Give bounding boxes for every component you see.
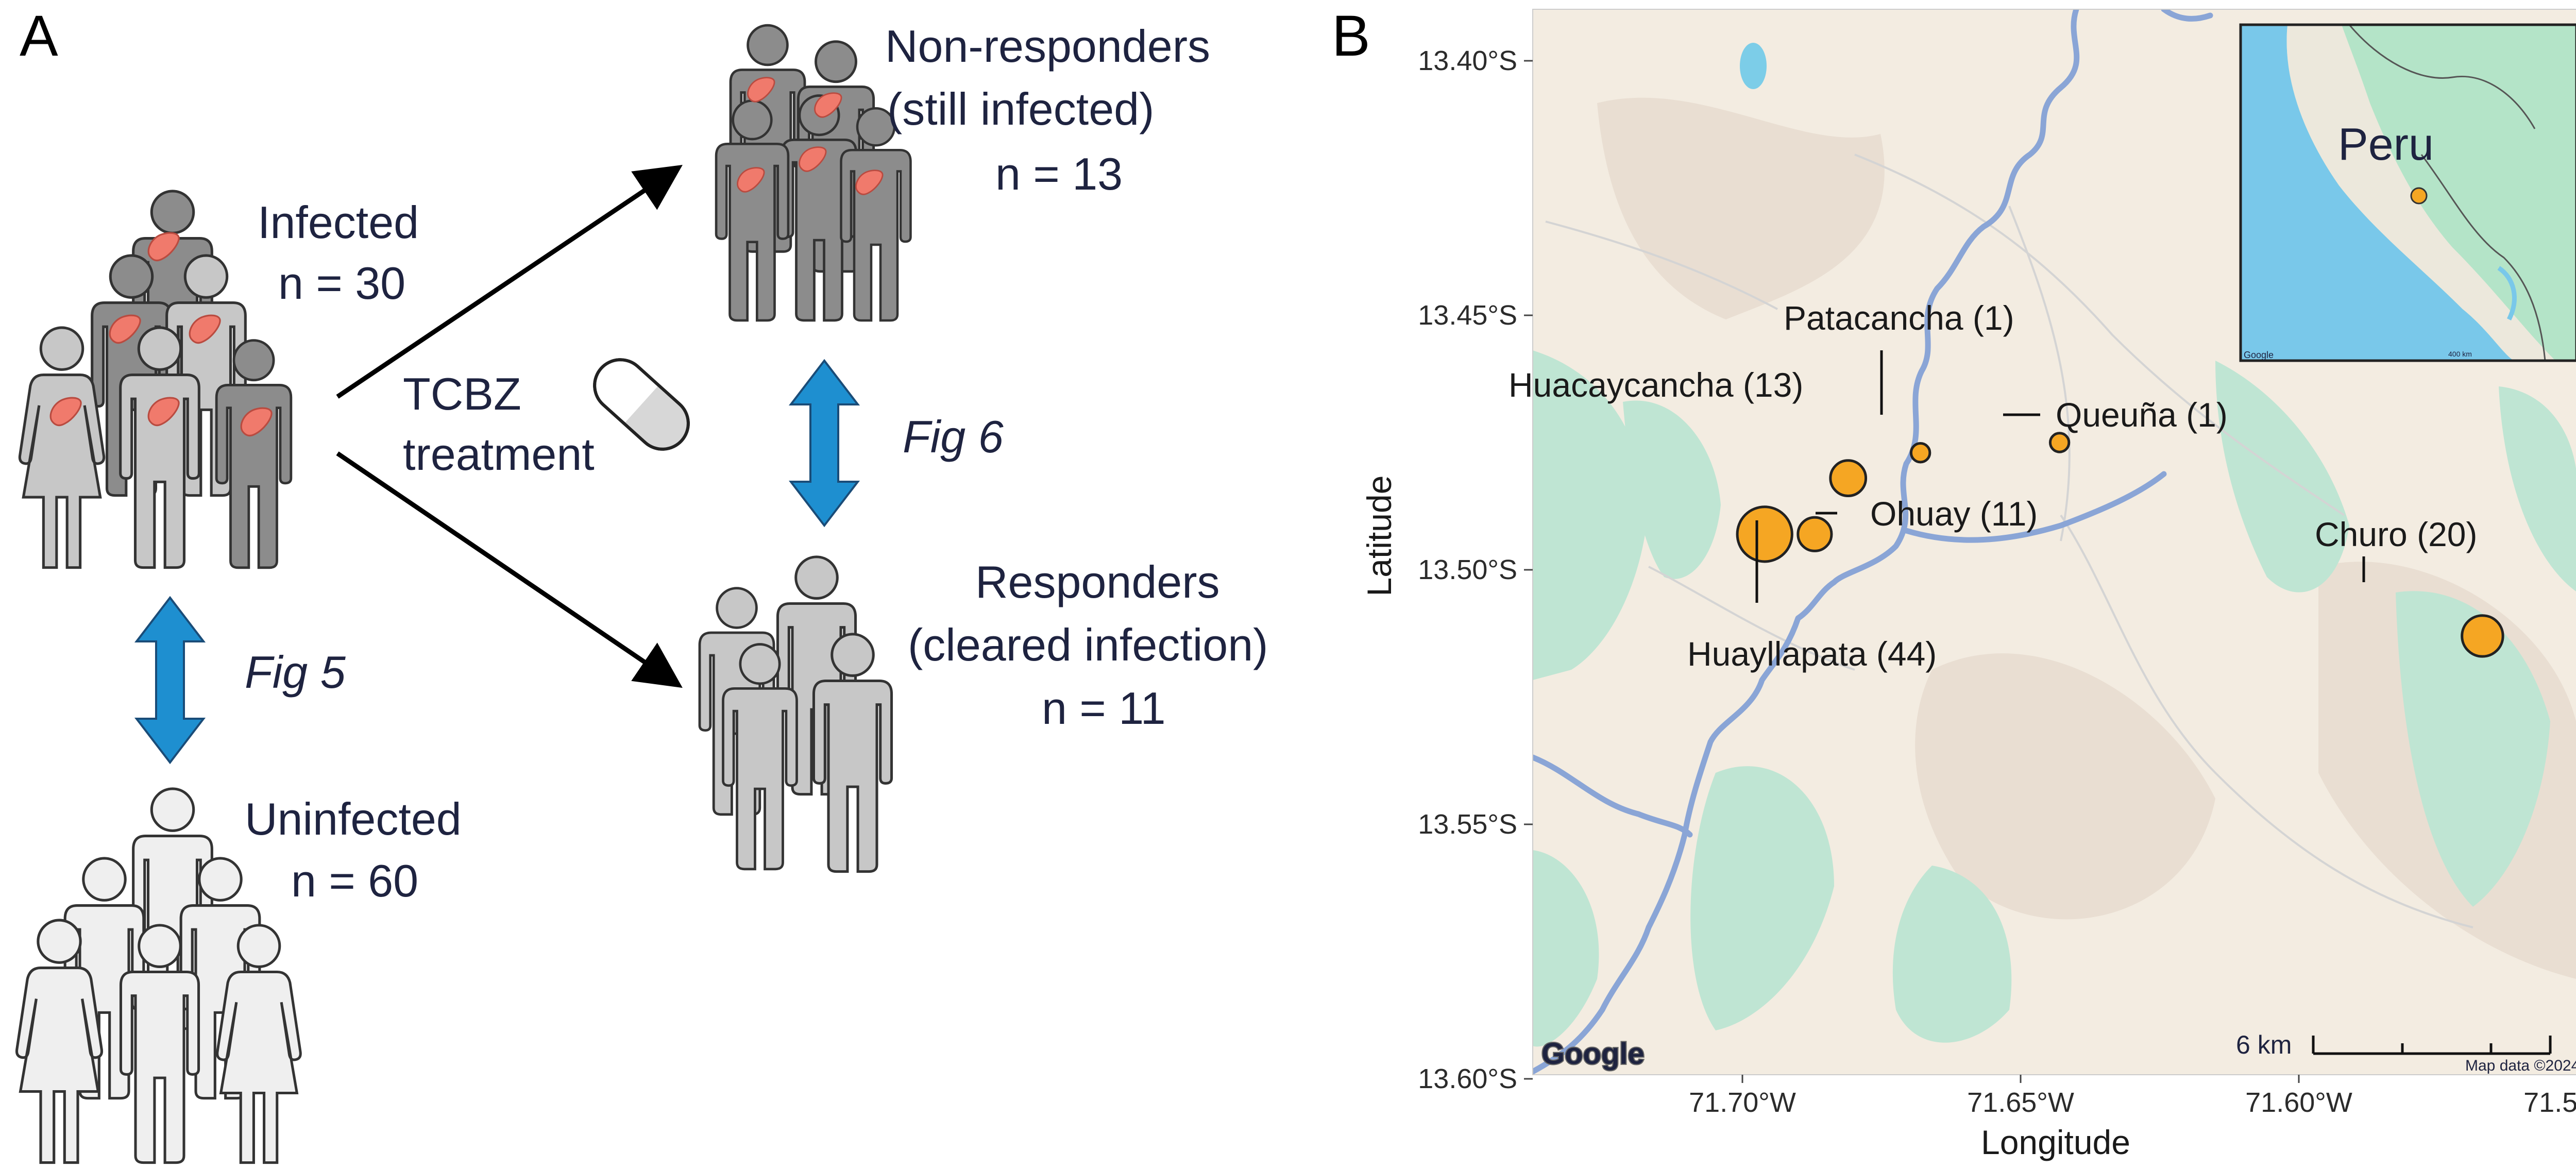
y-axis: 13.40°S 13.45°S 13.50°S 13.55°S 13.60°S bbox=[1418, 45, 1533, 1094]
treatment-line1: TCBZ bbox=[403, 368, 521, 419]
site-label-queuna: Queuña (1) bbox=[2056, 396, 2228, 434]
y-tick-label: 13.40°S bbox=[1418, 45, 1517, 76]
site-label-patacancha: Patacancha (1) bbox=[1784, 299, 2014, 337]
site-leader-lines bbox=[1755, 350, 2365, 603]
arrow-to-non-responders bbox=[336, 164, 683, 399]
site-markers bbox=[1736, 432, 2504, 658]
x-tick-label: 71.55°W bbox=[2523, 1087, 2576, 1118]
non-responders-crowd bbox=[716, 25, 910, 320]
x-tick-label: 71.65°W bbox=[1967, 1087, 2074, 1118]
scale-bar bbox=[2312, 1036, 2552, 1055]
site-label-huayllapata: Huayllapata (44) bbox=[1687, 635, 1937, 673]
non-responders-subtitle: (still infected) bbox=[887, 83, 1154, 134]
x-axis-label: Longitude bbox=[1981, 1123, 2130, 1161]
y-tick-label: 13.55°S bbox=[1418, 809, 1517, 840]
panel-b-label: B bbox=[1332, 4, 1370, 68]
inset-google-logo: Google bbox=[2244, 350, 2274, 360]
non-responders-title: Non-responders bbox=[885, 21, 1210, 72]
fig5-double-arrow bbox=[134, 596, 206, 765]
google-logo: Google bbox=[1541, 1037, 1645, 1071]
site-marker-ohuay bbox=[1797, 516, 1833, 552]
arrow-to-responders bbox=[336, 451, 683, 688]
infected-crowd bbox=[20, 191, 291, 568]
uninfected-title: Uninfected bbox=[245, 793, 462, 844]
map: Google 6 km Map data ©2024 bbox=[1533, 9, 2576, 1075]
pill-icon bbox=[593, 358, 690, 451]
site-label-churo: Churo (20) bbox=[2315, 515, 2477, 553]
site-labels: Patacancha (1) Huacaycancha (13) Queuña … bbox=[1509, 299, 2477, 673]
infected-title: Infected bbox=[258, 197, 419, 248]
y-tick-label: 13.50°S bbox=[1418, 554, 1517, 585]
fig5-label: Fig 5 bbox=[245, 647, 346, 698]
site-marker-patacancha bbox=[1909, 442, 1931, 464]
inset-scale-label: 400 km bbox=[2448, 350, 2472, 358]
non-responders-count: n = 13 bbox=[995, 148, 1123, 199]
site-marker-huacaycancha bbox=[1829, 459, 1868, 498]
site-marker-churo bbox=[2461, 614, 2504, 658]
site-marker-queua bbox=[2048, 432, 2071, 453]
x-tick-label: 71.70°W bbox=[1689, 1087, 1796, 1118]
site-marker-huayllapata bbox=[1736, 505, 1793, 563]
responders-title: Responders bbox=[975, 556, 1220, 607]
fig6-label: Fig 6 bbox=[903, 411, 1004, 462]
y-axis-label: Latitude bbox=[1360, 476, 1398, 597]
inset-location-marker bbox=[2410, 187, 2428, 205]
site-label-ohuay: Ohuay (11) bbox=[1870, 495, 2038, 533]
scale-bar-label: 6 km bbox=[2236, 1030, 2292, 1059]
map-attribution: Map data ©2024 bbox=[2465, 1057, 2576, 1074]
x-tick-label: 71.60°W bbox=[2245, 1087, 2352, 1118]
uninfected-crowd bbox=[17, 789, 301, 1163]
inset-map: Peru Google 400 km bbox=[2239, 23, 2576, 362]
responders-subtitle: (cleared infection) bbox=[908, 619, 1268, 670]
responders-crowd bbox=[700, 557, 892, 872]
y-tick-label: 13.60°S bbox=[1418, 1063, 1517, 1094]
infected-count: n = 30 bbox=[278, 258, 405, 309]
site-label-huacaycancha: Huacaycancha (13) bbox=[1509, 366, 1803, 404]
inset-peru-label: Peru bbox=[2338, 118, 2434, 170]
x-axis: 71.70°W 71.65°W 71.60°W 71.55°W bbox=[1689, 1075, 2576, 1118]
responders-count: n = 11 bbox=[1042, 683, 1166, 734]
uninfected-count: n = 60 bbox=[291, 855, 418, 906]
y-tick-label: 13.45°S bbox=[1418, 300, 1517, 331]
panel-a-label: A bbox=[20, 4, 58, 68]
fig6-double-arrow bbox=[788, 359, 860, 528]
treatment-line2: treatment bbox=[403, 429, 595, 480]
